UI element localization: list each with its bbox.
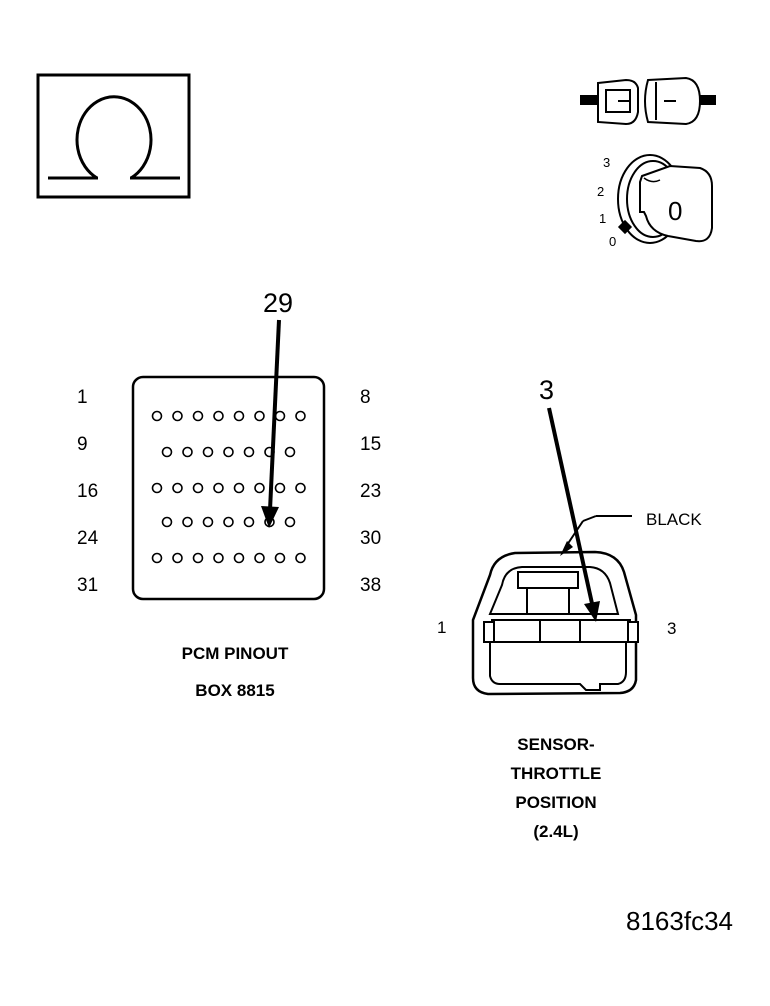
pcm-pin-25 [182, 516, 193, 528]
sensor-connector [471, 550, 639, 696]
pcm-pin-16 [151, 482, 163, 494]
pcm-pin-17 [172, 482, 183, 494]
ignition-key-icon: 0 [639, 164, 713, 243]
pcm-pin-6 [254, 410, 265, 422]
pcm-pin-37 [274, 552, 286, 564]
pcm-pin-32 [172, 552, 183, 564]
pcm-pin-9 [161, 446, 173, 458]
sensor-caption-line4: (2.4L) [533, 822, 578, 841]
pcm-pin-30 [284, 516, 296, 528]
pcm-pin-4 [213, 410, 224, 422]
pcm-pin-26 [202, 516, 214, 528]
pcm-pin-13 [243, 446, 255, 458]
sensor-pointer-arrow [547, 407, 600, 622]
pcm-row-label-38: 38 [360, 575, 381, 596]
pcm-row-label-31: 31 [77, 575, 98, 596]
sensor-caption-line3: POSITION [515, 793, 596, 812]
wire-color-leader [560, 515, 632, 556]
pcm-pin-19 [213, 482, 224, 494]
pcm-pin-31 [151, 552, 163, 564]
figure-id: 8163fc34 [626, 906, 733, 936]
pcm-row-label-23: 23 [360, 481, 381, 502]
pcm-pin-grid [151, 410, 306, 564]
sensor-caption-line1: SENSOR- [517, 735, 594, 754]
wire-color-label: BLACK [646, 510, 702, 529]
pcm-caption-line2: BOX 8815 [195, 681, 274, 700]
pcm-pin-24 [161, 516, 173, 528]
connector-disconnect-icon [580, 76, 716, 126]
pcm-row-label-8: 8 [360, 387, 371, 408]
pcm-caption-line1: PCM PINOUT [182, 644, 289, 663]
sensor-pin-label-1: 1 [437, 618, 446, 637]
pcm-pin-8 [295, 410, 306, 422]
pcm-pointer-arrow [261, 319, 281, 528]
pcm-pin-15 [284, 446, 296, 458]
pcm-pin-2 [172, 410, 183, 422]
pcm-pin-11 [202, 446, 214, 458]
pcm-row-label-16: 16 [77, 481, 98, 502]
pcm-row-labels-left: 1 9 16 24 31 [77, 387, 99, 596]
pcm-row-label-30: 30 [360, 528, 381, 549]
pcm-pin-27 [223, 516, 234, 528]
ohm-meter-icon [36, 73, 191, 199]
pcm-row-label-9: 9 [77, 434, 88, 455]
pcm-connector [131, 375, 326, 601]
pcm-pin-3 [192, 410, 204, 422]
sensor-pin-label-3: 3 [667, 619, 676, 638]
sensor-pointer-pin-number: 3 [539, 375, 554, 405]
pcm-row-label-1: 1 [77, 387, 88, 408]
pcm-pin-33 [192, 552, 204, 564]
pcm-row-label-15: 15 [360, 434, 381, 455]
pcm-pin-23 [295, 482, 306, 494]
key-position-label: 0 [668, 196, 682, 226]
pcm-pin-21 [254, 482, 265, 494]
pcm-pin-28 [243, 516, 255, 528]
pcm-pin-35 [233, 552, 245, 564]
pcm-pin-18 [192, 482, 204, 494]
pcm-pin-36 [254, 552, 265, 564]
pcm-pin-12 [223, 446, 234, 458]
pcm-pin-38 [295, 552, 306, 564]
pcm-pin-22 [274, 482, 286, 494]
pcm-row-labels-right: 8 15 23 30 38 [360, 387, 381, 596]
pcm-pin-7 [274, 410, 286, 422]
pcm-row-label-24: 24 [77, 528, 99, 549]
switch-position-0: 0 [609, 234, 616, 249]
pcm-pin-1 [151, 410, 163, 422]
pcm-pin-20 [233, 482, 245, 494]
pcm-pin-34 [213, 552, 224, 564]
switch-position-2: 2 [597, 184, 604, 199]
sensor-caption-line2: THROTTLE [511, 764, 602, 783]
pcm-pin-5 [233, 410, 245, 422]
pcm-pointer-pin-number: 29 [263, 288, 293, 318]
pcm-pin-10 [182, 446, 193, 458]
switch-position-1: 1 [599, 211, 606, 226]
switch-position-3: 3 [603, 155, 610, 170]
